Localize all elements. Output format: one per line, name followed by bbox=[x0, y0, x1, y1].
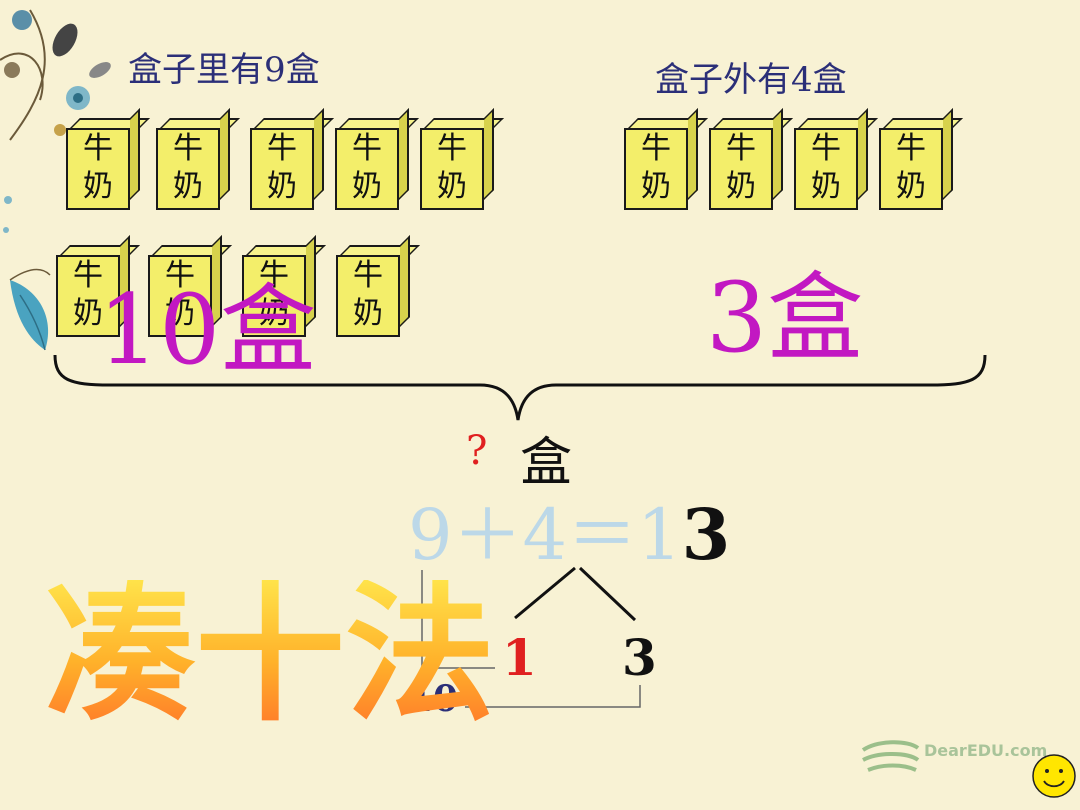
equation-result-digit: 3 bbox=[681, 493, 731, 576]
dearedu-logo: DearEDU.com bbox=[861, 740, 1047, 772]
split-one: 1 bbox=[502, 628, 537, 687]
milk-box: 牛奶 bbox=[336, 255, 400, 337]
milk-box: 牛奶 bbox=[879, 128, 943, 210]
milk-box: 牛奶 bbox=[250, 128, 314, 210]
smiley-icon[interactable] bbox=[1030, 752, 1078, 800]
question-mark: ? bbox=[466, 428, 488, 474]
split-three: 3 bbox=[622, 628, 657, 687]
logo-text: DearEDU.com bbox=[924, 741, 1047, 760]
milk-box: 牛奶 bbox=[335, 128, 399, 210]
heading-inside: 盒子里有9盒 bbox=[128, 50, 320, 90]
milk-box: 牛奶 bbox=[56, 255, 120, 337]
question-unit: 盒 bbox=[520, 433, 573, 493]
milk-box: 牛奶 bbox=[66, 128, 130, 210]
ten-label: 10 bbox=[408, 678, 458, 720]
heading-outside: 盒子外有4盒 bbox=[655, 60, 847, 100]
equation-expression: 9＋4＝1 bbox=[408, 494, 682, 576]
milk-box: 牛奶 bbox=[242, 255, 306, 337]
method-title: 凑十法 bbox=[45, 568, 496, 742]
brace-icon bbox=[53, 354, 987, 421]
milk-box: 牛奶 bbox=[624, 128, 688, 210]
overlay-three-boxes: 3盒 bbox=[706, 262, 864, 374]
butterfly-icon bbox=[9, 268, 51, 351]
milk-box: 牛奶 bbox=[420, 128, 484, 210]
decomposition-lines bbox=[421, 566, 641, 708]
milk-box: 牛奶 bbox=[156, 128, 220, 210]
milk-box: 牛奶 bbox=[148, 255, 212, 337]
milk-box: 牛奶 bbox=[794, 128, 858, 210]
flower-decoration-icon bbox=[0, 9, 111, 233]
overlay-ten-boxes: 10盒 bbox=[98, 274, 317, 386]
milk-box: 牛奶 bbox=[709, 128, 773, 210]
equation: 9＋4＝13 bbox=[408, 500, 730, 571]
